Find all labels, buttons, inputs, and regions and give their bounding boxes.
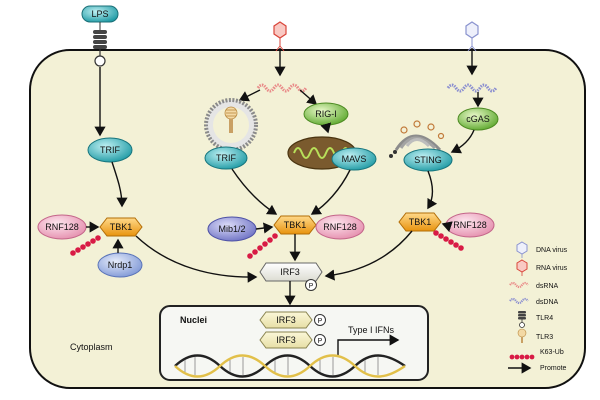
rnf128-left-node: RNF128 — [37, 214, 87, 240]
dna-virus-icon — [465, 21, 479, 52]
tbk1-mid-node: TBK1 — [273, 215, 317, 235]
arrow-tbk1-left-to-irf3 — [135, 235, 258, 283]
legend-rna-virus-icon — [516, 259, 528, 276]
k63-ub-chain-mid — [247, 233, 278, 259]
mib12-label: Mib1/2 — [218, 224, 245, 234]
mavs-label: MAVS — [342, 154, 367, 164]
tlr4-receptor-icon — [93, 30, 107, 67]
legend-tlr4-label: TLR4 — [536, 315, 553, 322]
nuclei-label: Nuclei — [180, 315, 207, 325]
legend-dsrna-label: dsRNA — [536, 283, 559, 290]
rnf128-right-node: RNF128 — [445, 212, 495, 238]
rnf128-right-label: RNF128 — [453, 220, 487, 230]
arrow-dsrna-to-endosome — [238, 89, 261, 102]
legend-dsdna-icon — [509, 297, 529, 305]
irf3-nuclear-2: IRF3 P — [259, 331, 326, 349]
nrdp1-node: Nrdp1 — [97, 252, 143, 278]
arrow-rnf128-to-tbk1-right — [441, 221, 453, 232]
trif-mid-label: TRIF — [216, 153, 236, 163]
legend-k63-ub-label: K63-Ub — [540, 349, 564, 356]
arrow-sting-to-tbk1-right — [427, 170, 438, 210]
legend-tlr3-label: TLR3 — [536, 334, 553, 341]
irf3-cytoplasm-node: IRF3 — [259, 262, 323, 282]
arrow-tbk1-right-to-irf3 — [324, 230, 413, 281]
sting-node: STING — [403, 148, 453, 172]
rnf128-mid-node: RNF128 — [315, 214, 365, 240]
dna-helix-icon — [174, 354, 406, 378]
phospho-p-icon: P — [305, 279, 317, 291]
arrow-trif-to-tbk1-mid — [231, 168, 278, 215]
tlr3-receptor-icon — [224, 106, 238, 133]
tbk1-left-label: TBK1 — [110, 222, 133, 232]
rig-i-node: RIG-I — [303, 102, 349, 126]
legend-dsdna-label: dsDNA — [536, 299, 559, 306]
svg-text:IRF3: IRF3 — [276, 315, 296, 325]
svg-text:P: P — [318, 318, 323, 325]
cytoplasm-label: Cytoplasm — [70, 342, 113, 352]
legend-promote-label: Promote — [540, 365, 567, 372]
irf3-label: IRF3 — [280, 267, 300, 277]
svg-text:P: P — [318, 338, 323, 345]
svg-text:P: P — [309, 283, 314, 290]
arrow-cgas-to-sting — [450, 129, 475, 154]
cgas-label: cGAS — [466, 114, 490, 124]
type1-ifns-label: Type I IFNs — [348, 325, 395, 335]
transcription-arrow — [337, 334, 400, 356]
legend-dna-virus-label: DNA virus — [536, 247, 568, 254]
tbk1-right-node: TBK1 — [398, 212, 442, 232]
mib12-node: Mib1/2 — [207, 216, 257, 242]
endosome-tlr3 — [204, 98, 258, 152]
trif-mid-node: TRIF — [204, 146, 248, 170]
lps-ligand: LPS — [81, 5, 119, 30]
legend-k63-ub-icon — [509, 354, 535, 360]
rig-i-label: RIG-I — [315, 109, 337, 119]
legend-rna-virus-label: RNA virus — [536, 265, 568, 272]
arrow-rigi-to-mavs — [320, 122, 332, 134]
legend-dna-virus-icon — [516, 241, 528, 258]
k63-ub-chain-right — [433, 230, 464, 251]
arrow-mib12-to-tbk1-mid — [255, 222, 274, 234]
cgas-node: cGAS — [457, 107, 499, 131]
dsdna-strand-icon — [446, 83, 498, 93]
svg-text:IRF3: IRF3 — [276, 335, 296, 345]
er-icon — [389, 120, 445, 158]
trif-left-node: TRIF — [87, 137, 133, 163]
dsrna-strand-icon — [256, 83, 308, 93]
mavs-node: MAVS — [331, 147, 377, 171]
legend-dsrna-icon — [509, 281, 529, 289]
irf3-nuclear-1: IRF3 P — [259, 311, 326, 329]
rna-virus-icon — [273, 21, 287, 52]
tbk1-left-node: TBK1 — [99, 217, 143, 237]
arrow-dsrna-to-rigi — [299, 89, 318, 105]
tbk1-mid-label: TBK1 — [284, 220, 307, 230]
legend-tlr4-icon — [518, 311, 526, 328]
k63-ub-chain-left — [70, 235, 101, 256]
legend: DNA virus RNA virus dsRNA dsDNA TLR4 TLR… — [508, 241, 568, 374]
rnf128-mid-label: RNF128 — [323, 222, 357, 232]
lps-label: LPS — [91, 9, 108, 19]
trif-left-label: TRIF — [100, 145, 120, 155]
legend-tlr3-icon — [517, 328, 527, 343]
arrow-trif-to-tbk1-left — [111, 161, 128, 208]
arrow-mavs-to-tbk1-mid — [310, 169, 351, 215]
tbk1-right-label: TBK1 — [409, 217, 432, 227]
nrdp1-label: Nrdp1 — [108, 260, 133, 270]
sting-label: STING — [414, 155, 442, 165]
rnf128-left-label: RNF128 — [45, 222, 79, 232]
